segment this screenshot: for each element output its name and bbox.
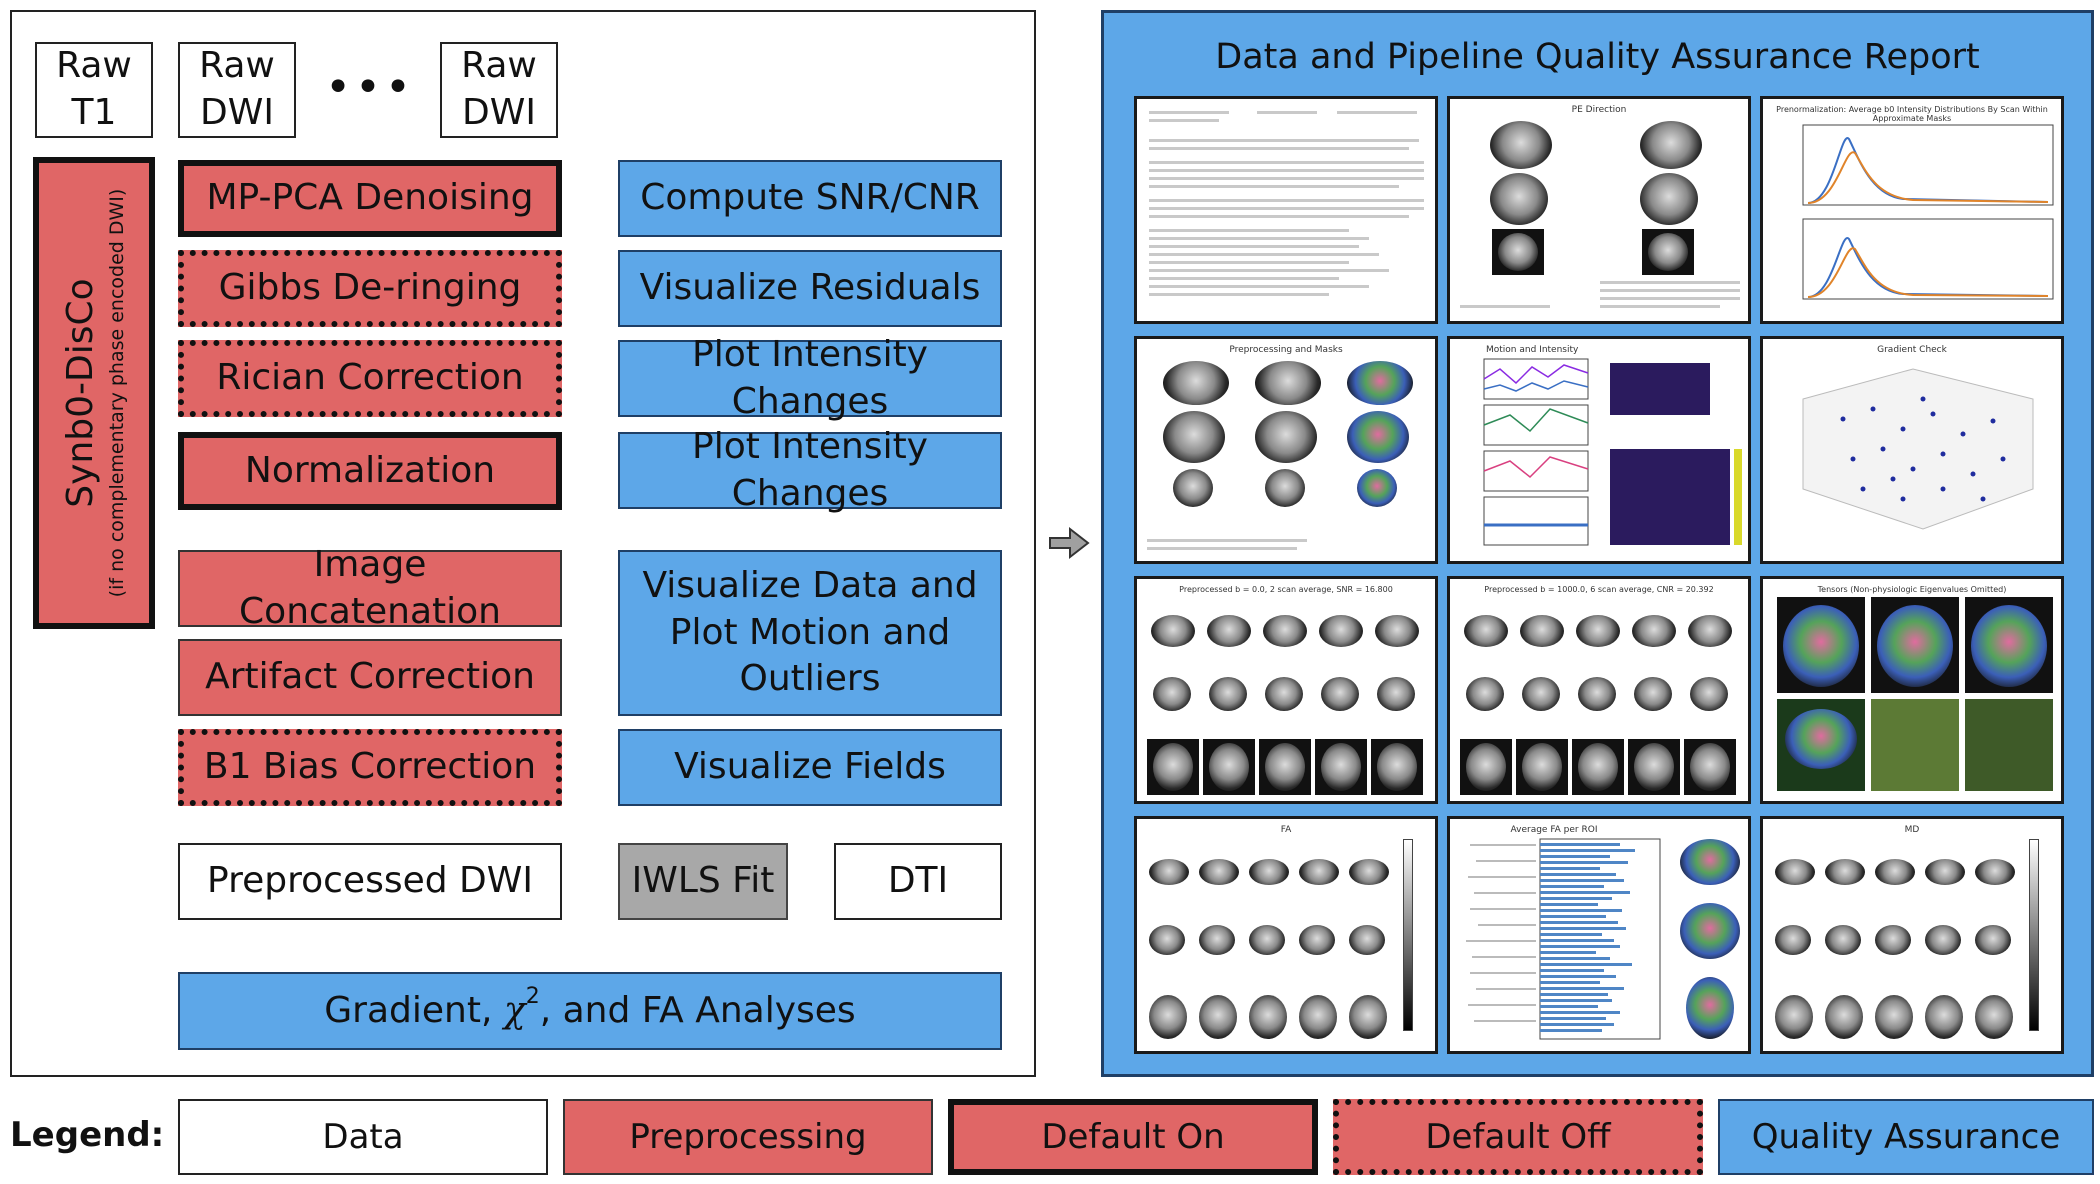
b0-snr-title: Preprocessed b = 0.0, 2 scan average, SN… — [1179, 585, 1393, 594]
report-page-tensors: Tensors (Non-physiologic Eigenvalues Omi… — [1760, 576, 2064, 804]
preprocessing-masks-title: Preprocessing and Masks — [1229, 345, 1343, 355]
preprocessed-dwi-box: Preprocessed DWI — [178, 843, 562, 920]
gradient-check-title: Gradient Check — [1877, 345, 1947, 355]
legend-label: Legend: — [10, 1115, 165, 1155]
qa-report-panel: Data and Pipeline Quality Assurance Repo… — [1101, 10, 2094, 1077]
analyses-text-post: , and FA Analyses — [539, 989, 856, 1031]
dti-box: DTI — [834, 843, 1002, 920]
image-concatenation-box: Image Concatenation — [178, 544, 562, 632]
iwls-fit-box: IWLS Fit — [618, 843, 788, 920]
raw-dwi-2-line1: Raw — [461, 45, 537, 87]
report-title: Data and Pipeline Quality Assurance Repo… — [1215, 37, 1980, 77]
b1000-cnr-title: Preprocessed b = 1000.0, 6 scan average,… — [1484, 585, 1714, 594]
legend-data: Data — [178, 1099, 548, 1175]
report-page-md: MD — [1760, 816, 2064, 1054]
compute-snr-cnr-box: Compute SNR/CNR — [618, 160, 1002, 237]
fa-roi-bars — [1466, 838, 1661, 1040]
report-page-prenormalization: Prenormalization: Average b0 Intensity D… — [1760, 96, 2064, 324]
synb0-title: Synb0-DisCo — [60, 278, 102, 508]
visualize-fields-box: Visualize Fields — [618, 729, 1002, 806]
fa-title: FA — [1280, 825, 1292, 835]
report-page-average-fa-roi: Average FA per ROI — [1447, 816, 1751, 1054]
report-page-fa: FA — [1134, 816, 1438, 1054]
visualize-residuals-box: Visualize Residuals — [618, 250, 1002, 327]
report-page-preprocessing-masks: Preprocessing and Masks — [1134, 336, 1438, 564]
rician-correction-box: Rician Correction — [178, 340, 562, 417]
synb0-subtitle: (if no complementary phase encoded DWI) — [106, 188, 129, 598]
report-page-b1000-cnr: Preprocessed b = 1000.0, 6 scan average,… — [1447, 576, 1751, 804]
prenormalization-title: Prenormalization: Average b0 Intensity D… — [1776, 105, 2048, 123]
md-title: MD — [1904, 825, 1920, 835]
plot-intensity-changes-box-1: Plot Intensity Changes — [618, 334, 1002, 422]
ellipsis: ••• — [325, 62, 415, 113]
legend-preprocessing: Preprocessing — [563, 1099, 933, 1175]
normalization-box: Normalization — [178, 432, 562, 510]
pe-direction-title: PE Direction — [1571, 105, 1627, 115]
legend-default-on: Default On — [948, 1099, 1318, 1175]
b1-bias-correction-box: B1 Bias Correction — [178, 729, 562, 806]
legend-quality-assurance: Quality Assurance — [1718, 1099, 2094, 1175]
mp-pca-denoising-box: MP-PCA Denoising — [178, 160, 562, 237]
analyses-text-pre: Gradient, — [324, 989, 504, 1031]
synb0-disco-box: Synb0-DisCo (if no complementary phase e… — [33, 157, 155, 629]
raw-dwi-2-line2: DWI — [462, 92, 536, 133]
chi-superscript: 2 — [525, 983, 540, 1009]
legend-default-off: Default Off — [1333, 1099, 1703, 1175]
raw-dwi-1-line2: DWI — [200, 92, 274, 133]
tensors-title: Tensors (Non-physiologic Eigenvalues Omi… — [1817, 585, 2007, 594]
raw-t1-input: Raw T1 — [35, 42, 153, 138]
report-page-summary — [1134, 96, 1438, 324]
gibbs-deringing-box: Gibbs De-ringing — [178, 250, 562, 327]
motion-intensity-title: Motion and Intensity — [1486, 345, 1579, 355]
raw-t1-line2: T1 — [71, 92, 117, 133]
visualize-data-motion-outliers-box: Visualize Data and Plot Motion and Outli… — [618, 550, 1002, 716]
raw-dwi-input-1: Raw DWI — [178, 42, 296, 138]
prenorm-histograms — [1802, 124, 2054, 300]
raw-dwi-input-2: Raw DWI — [440, 42, 558, 138]
raw-dwi-1-line1: Raw — [199, 45, 275, 87]
chi-symbol: χ — [503, 989, 526, 1031]
report-page-motion-intensity: Motion and Intensity — [1447, 336, 1751, 564]
artifact-correction-box: Artifact Correction — [178, 639, 562, 716]
report-page-gradient-check: Gradient Check — [1760, 336, 2064, 564]
synb0-disco-text: Synb0-DisCo (if no complementary phase e… — [39, 163, 149, 623]
report-page-b0-snr: Preprocessed b = 0.0, 2 scan average, SN… — [1134, 576, 1438, 804]
report-page-pe-direction: PE Direction — [1447, 96, 1751, 324]
average-fa-roi-title: Average FA per ROI — [1510, 825, 1598, 835]
motion-plots — [1483, 358, 1742, 546]
plot-intensity-changes-box-2: Plot Intensity Changes — [618, 426, 1002, 514]
raw-t1-line1: Raw — [56, 45, 132, 87]
gradient-chi2-fa-analyses-box: Gradient, χ 2 , and FA Analyses — [178, 972, 1002, 1050]
gradient-scatter — [1802, 368, 2034, 530]
